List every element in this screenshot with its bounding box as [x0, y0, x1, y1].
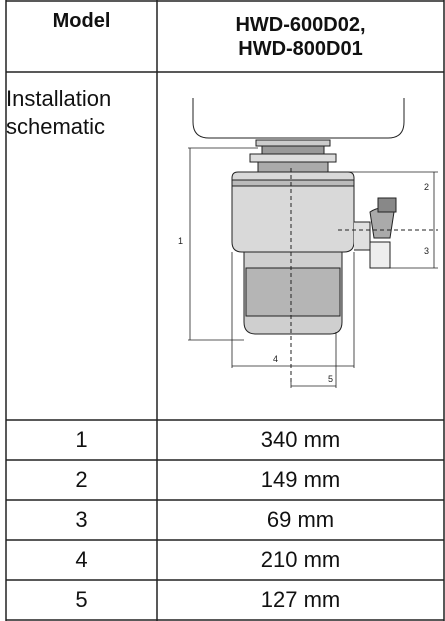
row-index: 1: [75, 427, 88, 452]
row-index: 2: [75, 467, 88, 492]
mounting-flange: [255, 139, 331, 147]
dimension-label-4: 4: [273, 354, 278, 364]
row-value: 210 mm: [260, 547, 341, 572]
row-value: 149 mm: [260, 467, 341, 492]
row-value: 340 mm: [260, 427, 341, 452]
drain-outlet: [354, 221, 371, 251]
row-index: 3: [75, 507, 88, 532]
row-index: 5: [75, 587, 88, 612]
dimension-label-5: 5: [328, 374, 333, 384]
header-model-line1: HWD-600D02,: [235, 13, 366, 36]
header-model: Model: [6, 1, 157, 41]
dimension-label-3: 3: [424, 246, 429, 256]
schematic-label: Installation schematic: [6, 78, 157, 148]
row-index: 4: [75, 547, 88, 572]
header-model-line2: HWD-800D01: [238, 37, 363, 60]
sink-basin: [192, 98, 405, 139]
dimension-label-1: 1: [178, 236, 183, 246]
header-models: HWD-600D02, HWD-800D01: [157, 1, 444, 72]
row-value: 127 mm: [260, 587, 341, 612]
schematic-label-line2: schematic: [6, 114, 106, 139]
row-value: 69 mm: [266, 507, 335, 532]
dimension-label-2: 2: [424, 182, 429, 192]
installation-schematic: 1 2 3 4 5: [178, 98, 438, 388]
header-model-label: Model: [52, 10, 111, 32]
schematic-label-line1: Installation: [6, 86, 112, 111]
